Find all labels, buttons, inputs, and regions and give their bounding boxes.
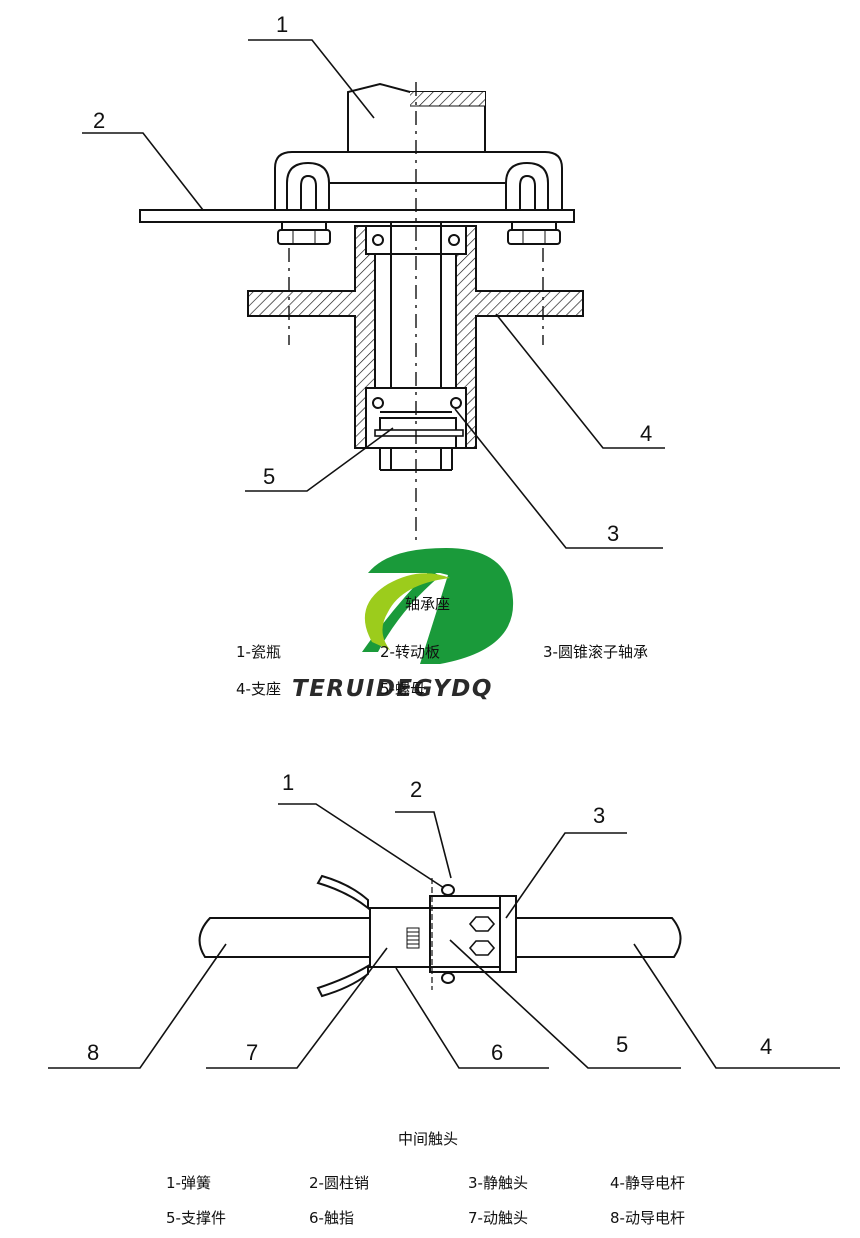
logo-mark [362, 548, 514, 664]
logo-text: TERUIDEGYDQ [292, 676, 493, 702]
contact-fingers [316, 874, 369, 998]
top-callout-5: 5 [263, 464, 275, 489]
bottom-legend-3: 3-静触头 [468, 1174, 528, 1192]
top-legend-3: 3-圆锥滚子轴承 [543, 643, 648, 661]
support-bolts [468, 916, 496, 956]
bottom-leader-lines [48, 803, 840, 1069]
moving-conductor-rod [198, 917, 370, 958]
bottom-callout-8: 8 [87, 1040, 99, 1065]
bearing-seat-drawing [82, 39, 665, 549]
bottom-callout-1: 1 [282, 770, 294, 795]
bottom-legend-1: 1-弹簧 [166, 1174, 211, 1192]
bottom-legend-4: 4-静导电杆 [610, 1174, 685, 1192]
top-callout-4: 4 [640, 421, 652, 446]
cylindrical-pin [441, 884, 455, 984]
bottom-callout-7: 7 [246, 1040, 258, 1065]
center-lines [288, 82, 544, 545]
top-callout-1: 1 [276, 12, 288, 37]
top-legend-5: 5-螺母 [380, 680, 425, 698]
bottom-callout-6: 6 [491, 1040, 503, 1065]
nut [374, 417, 464, 448]
insulator-base-cap [274, 151, 563, 210]
bottom-callout-5: 5 [616, 1032, 628, 1057]
bottom-legend-6: 6-触指 [309, 1209, 354, 1227]
top-leader-lines [82, 39, 665, 549]
top-callout-3: 3 [607, 521, 619, 546]
bottom-legend-2: 2-圆柱销 [309, 1174, 369, 1192]
bottom-callout-4: 4 [760, 1034, 772, 1059]
bottom-callout-3: 3 [593, 803, 605, 828]
top-title: 轴承座 [405, 595, 451, 613]
top-legend-4: 4-支座 [236, 680, 281, 698]
top-callout-numbers: 1 2 3 4 5 [93, 12, 652, 546]
plate-nuts [277, 221, 561, 245]
middle-contact-drawing [48, 803, 840, 1069]
bottom-callout-numbers: 1 2 3 4 5 6 7 8 [87, 770, 772, 1065]
top-legend-1: 1-瓷瓶 [236, 643, 281, 661]
bottom-title: 中间触头 [398, 1130, 459, 1148]
rotating-plate [139, 209, 575, 223]
bottom-callout-2: 2 [410, 777, 422, 802]
top-callout-2: 2 [93, 108, 105, 133]
top-legend-2: 2-转动板 [380, 643, 440, 661]
bottom-legend-7: 7-动触头 [468, 1209, 528, 1227]
bottom-legend-8: 8-动导电杆 [610, 1209, 685, 1227]
static-conductor-rod [515, 917, 682, 958]
bottom-legend-5: 5-支撑件 [166, 1209, 226, 1227]
spring [406, 927, 420, 949]
